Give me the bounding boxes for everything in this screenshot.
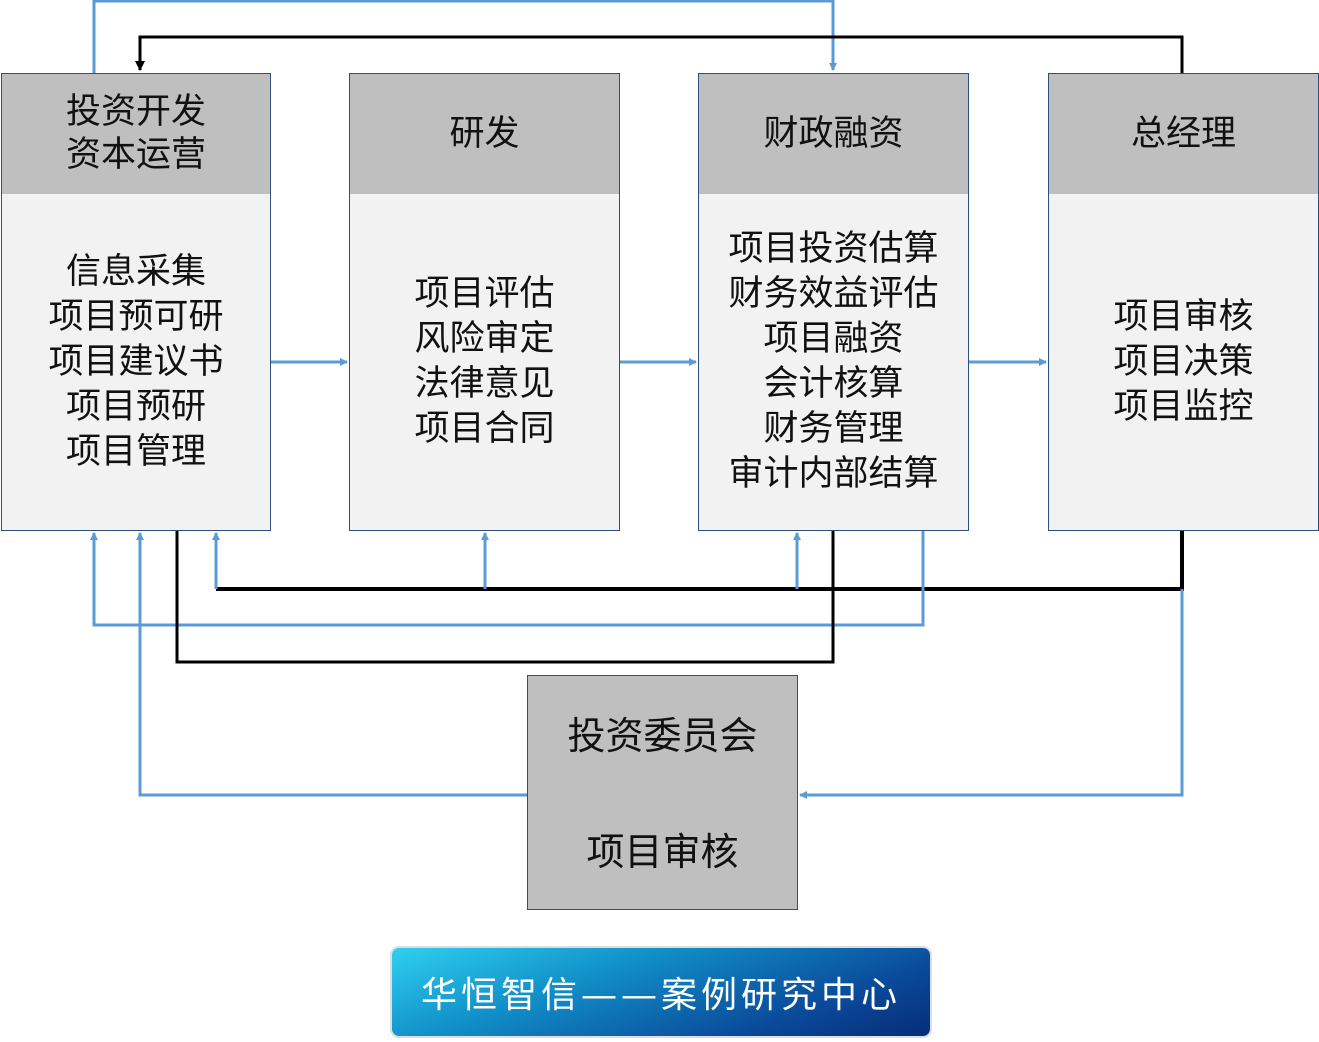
item: 财务管理: [763, 409, 904, 449]
box-header: 总经理: [1049, 74, 1318, 195]
item: 会计核算: [763, 364, 904, 404]
item: 风险审定: [414, 319, 555, 359]
item: 项目评估: [414, 274, 555, 314]
box-header: 投资开发资本运营: [2, 74, 270, 195]
box-body: 项目审核 项目决策 项目监控: [1049, 194, 1318, 530]
item: 项目审核: [586, 830, 739, 874]
title-line: 资本运营: [65, 135, 206, 175]
banner-text: 华恒智信——案例研究中心: [420, 975, 901, 1016]
title-line: 研发: [449, 113, 520, 154]
box-header: 财政融资: [699, 74, 968, 195]
box-finance: 财政融资 项目投资估算 财务效益评估 项目融资 会计核算 财务管理 审计内部结算: [698, 73, 969, 531]
item: 项目管理: [65, 431, 206, 472]
line-gm-to-committee: [799, 589, 1184, 799]
line-gm-feedback: [216, 530, 1184, 591]
item: 项目合同: [414, 409, 555, 449]
item: 法律意见: [414, 364, 555, 404]
item: 审计内部结算: [728, 454, 939, 494]
title-line: 投资委员会: [567, 713, 758, 758]
item: 项目审核: [1113, 296, 1254, 337]
box-rd: 研发 项目评估 风险审定 法律意见 项目合同: [349, 73, 620, 531]
item: 项目决策: [1113, 341, 1254, 382]
item: 项目预研: [65, 386, 206, 427]
item: 项目融资: [763, 319, 904, 359]
brand-banner: 华恒智信——案例研究中心: [392, 948, 930, 1036]
box-body: 信息采集 项目预可研 项目建议书 项目预研 项目管理: [2, 194, 270, 530]
item: 信息采集: [65, 251, 206, 292]
committee-title: 投资委员会: [528, 676, 797, 797]
line-gm-to-invest: [135, 35, 1184, 73]
box-general-manager: 总经理 项目审核 项目决策 项目监控: [1048, 73, 1319, 531]
title-line: 投资开发: [65, 92, 206, 132]
item: 项目监控: [1113, 386, 1254, 427]
item: 项目投资估算: [728, 229, 939, 269]
line-finance-to-invest: [90, 530, 925, 627]
line-invest-to-finance-bottom: [175, 530, 835, 664]
box-header: 研发: [350, 74, 619, 195]
box-investment: 投资开发资本运营 信息采集 项目预可研 项目建议书 项目预研 项目管理: [1, 73, 271, 531]
item: 项目预可研: [48, 296, 224, 337]
title-line: 财政融资: [763, 113, 904, 154]
box-investment-committee: 投资委员会 项目审核: [527, 675, 798, 910]
item: 财务效益评估: [728, 274, 939, 314]
item: 项目建议书: [48, 341, 224, 382]
line-committee-to-invest: [136, 532, 527, 797]
box-body: 项目评估 风险审定 法律意见 项目合同: [350, 194, 619, 530]
title-line: 总经理: [1130, 113, 1236, 154]
committee-body: 项目审核: [528, 796, 797, 909]
box-body: 项目投资估算 财务效益评估 项目融资 会计核算 财务管理 审计内部结算: [699, 194, 968, 530]
